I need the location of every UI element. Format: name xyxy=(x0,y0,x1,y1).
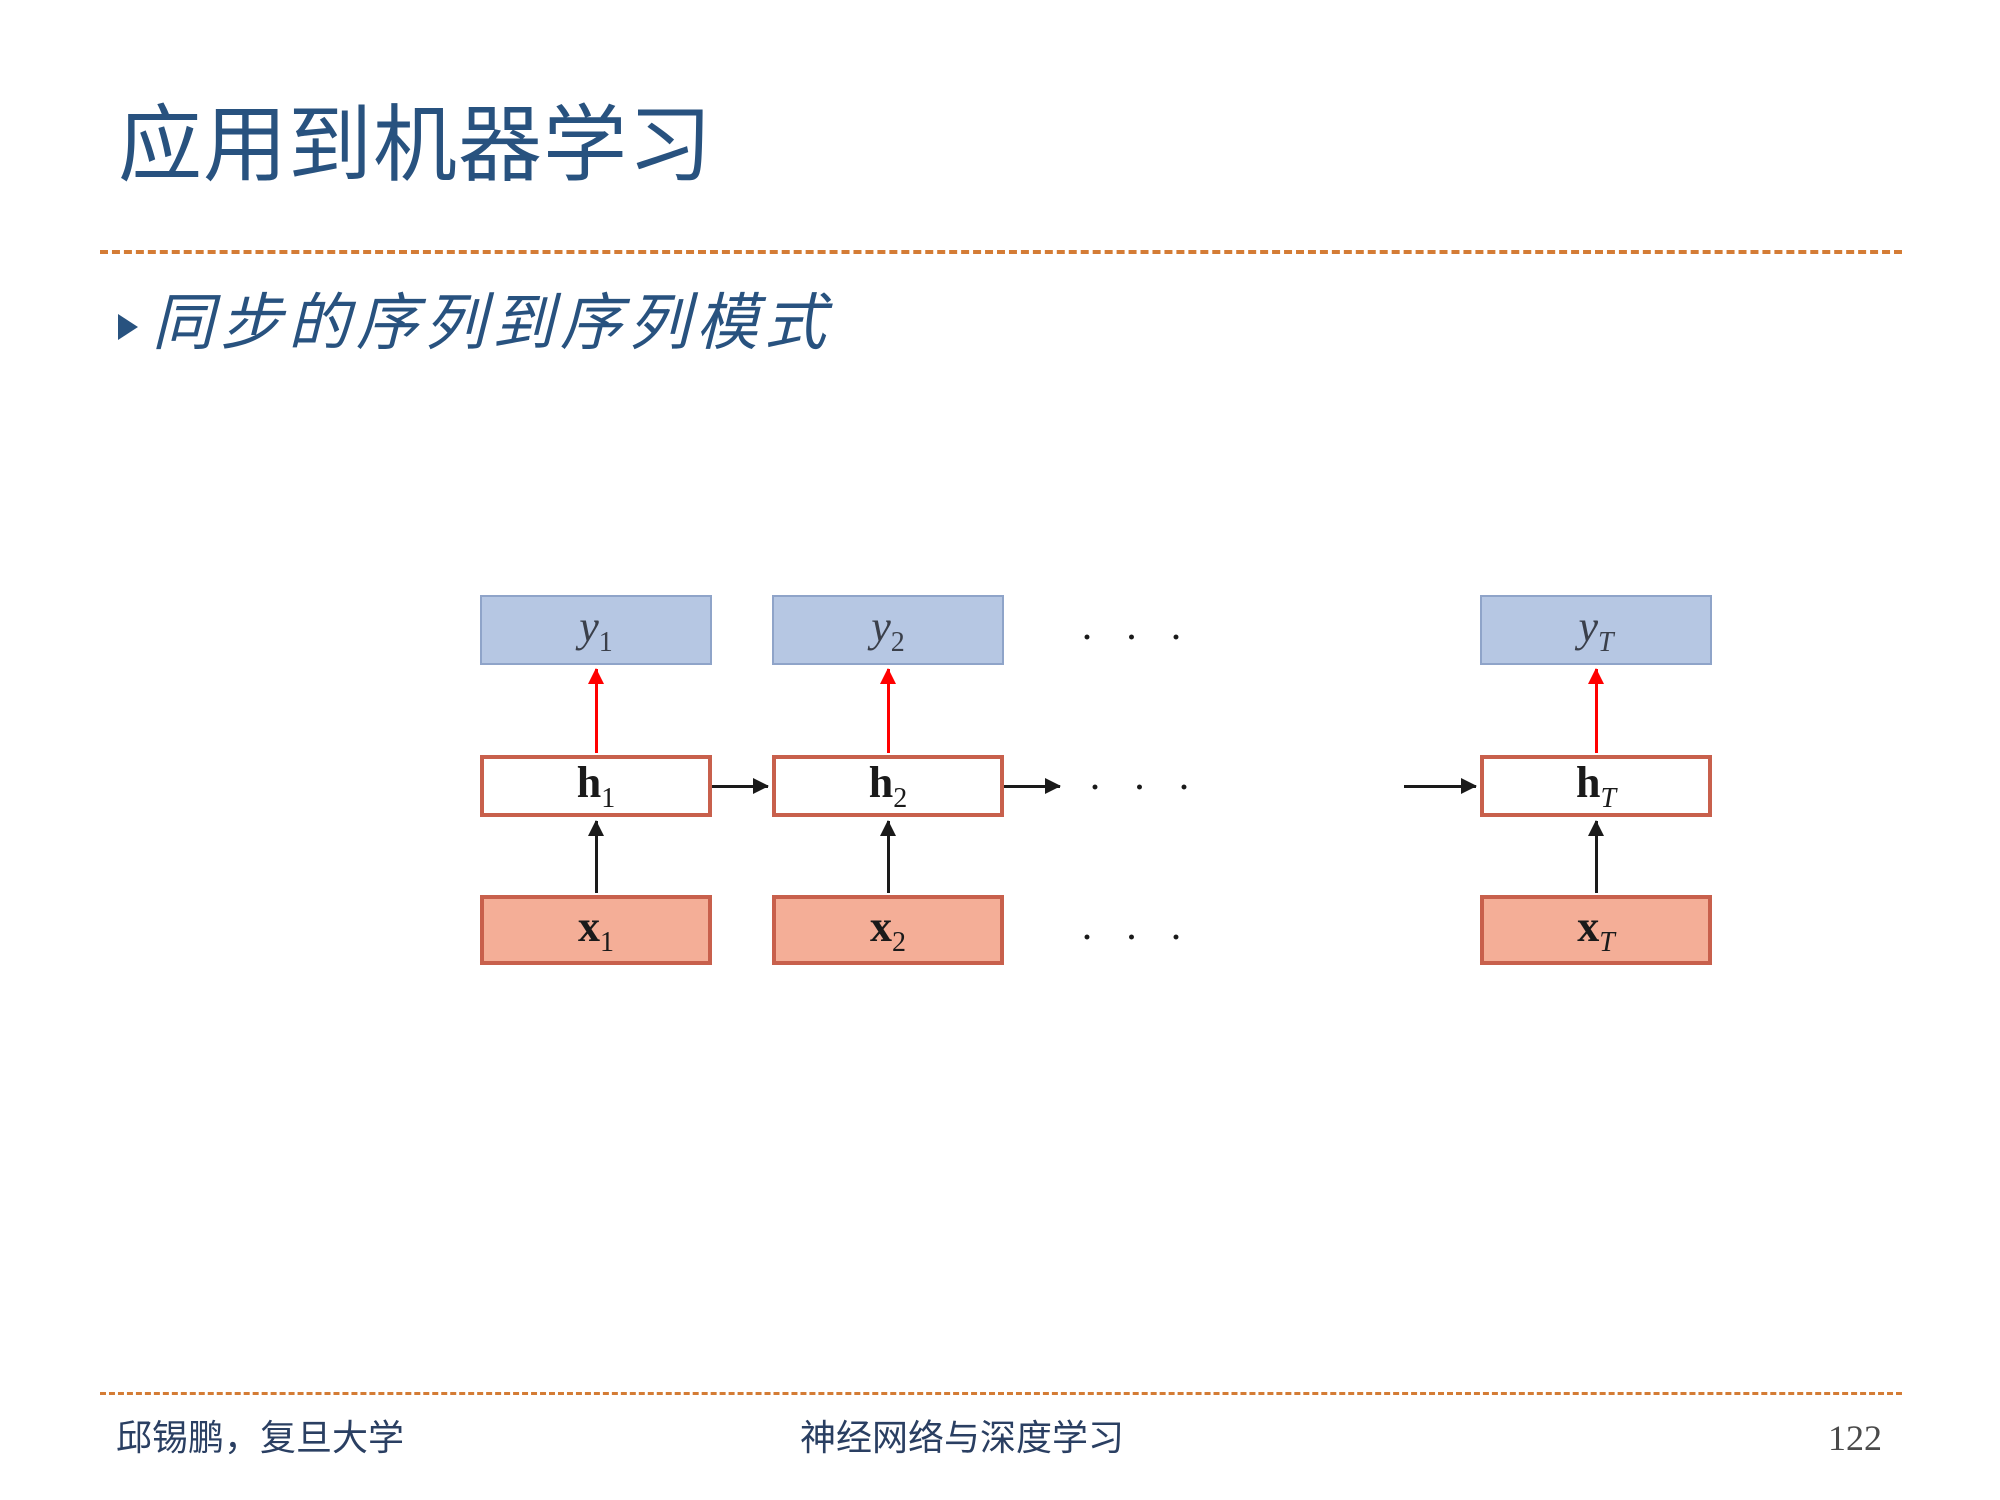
input-label-xT: xT xyxy=(1577,902,1615,958)
timestep-column-1: y1 h1 x1 xyxy=(480,595,712,965)
arrow-shaft xyxy=(1595,669,1598,753)
arrow-ellipsis-to-hT xyxy=(1404,778,1477,794)
input-label-x2: x2 xyxy=(870,902,906,958)
timestep-column-T: yT hT xT xyxy=(1480,595,1712,965)
arrow-shaft xyxy=(1404,785,1476,788)
arrow-hT-to-yT xyxy=(1588,668,1604,753)
arrow-head xyxy=(1588,668,1604,684)
input-label-x1: x1 xyxy=(578,902,614,958)
rnn-diagram: y1 h1 x1 y2 xyxy=(420,595,1712,965)
arrow-h2-to-ellipsis xyxy=(1004,778,1061,794)
output-node-y2: y2 xyxy=(772,595,1004,665)
arrow-shaft xyxy=(887,821,890,893)
output-node-y1: y1 xyxy=(480,595,712,665)
input-node-x1: x1 xyxy=(480,895,712,965)
output-label-y1: y1 xyxy=(579,602,613,658)
footer: 邱锡鹏，复旦大学 神经网络与深度学习 122 xyxy=(100,1412,1902,1482)
input-node-xT: xT xyxy=(1480,895,1712,965)
bullet-row: 同步的序列到序列模式 xyxy=(118,285,832,363)
hidden-label-h1: h1 xyxy=(576,758,616,814)
arrow-xT-to-hT xyxy=(1588,820,1604,893)
footer-subject: 神经网络与深度学习 xyxy=(800,1418,1125,1458)
footer-divider xyxy=(100,1392,1902,1395)
hidden-label-hT: hT xyxy=(1575,758,1617,814)
hidden-node-hT: hT xyxy=(1480,755,1712,817)
footer-author: 邱锡鹏，复旦大学 xyxy=(116,1418,405,1458)
page-title: 应用到机器学习 xyxy=(118,98,714,192)
arrow-head xyxy=(588,668,604,684)
ellipsis-input-row: · · · xyxy=(1080,915,1193,961)
arrow-h1-to-h2 xyxy=(712,778,769,794)
arrow-shaft xyxy=(595,821,598,893)
output-label-yT: yT xyxy=(1578,602,1614,658)
ellipsis-hidden-row: · · · xyxy=(1088,765,1201,811)
page-number: 122 xyxy=(1828,1418,1882,1458)
arrow-head xyxy=(753,778,769,794)
arrow-head xyxy=(588,820,604,836)
arrow-x1-to-h1 xyxy=(588,820,604,893)
bullet-label: 同步的序列到序列模式 xyxy=(152,290,833,358)
arrow-shaft xyxy=(887,669,890,753)
arrow-head xyxy=(880,820,896,836)
input-node-x2: x2 xyxy=(772,895,1004,965)
hidden-node-h2: h2 xyxy=(772,755,1004,817)
arrow-head xyxy=(880,668,896,684)
output-label-y2: y2 xyxy=(871,602,905,658)
hidden-node-h1: h1 xyxy=(480,755,712,817)
arrow-shaft xyxy=(595,669,598,753)
timestep-column-2: y2 h2 x2 xyxy=(772,595,1004,965)
arrow-shaft xyxy=(1595,821,1598,893)
arrow-x2-to-h2 xyxy=(880,820,896,893)
arrow-shaft xyxy=(1004,785,1060,788)
title-divider xyxy=(100,250,1902,254)
arrow-shaft xyxy=(712,785,768,788)
arrow-head xyxy=(1461,778,1477,794)
title-block: 应用到机器学习 xyxy=(118,95,1878,205)
arrow-head xyxy=(1045,778,1061,794)
output-node-yT: yT xyxy=(1480,595,1712,665)
arrow-h2-to-y2 xyxy=(880,668,896,753)
ellipsis-output-row: · · · xyxy=(1080,615,1193,661)
arrow-h1-to-y1 xyxy=(588,668,604,753)
hidden-label-h2: h2 xyxy=(868,758,908,814)
triangle-right-icon xyxy=(118,314,138,340)
arrow-head xyxy=(1588,820,1604,836)
